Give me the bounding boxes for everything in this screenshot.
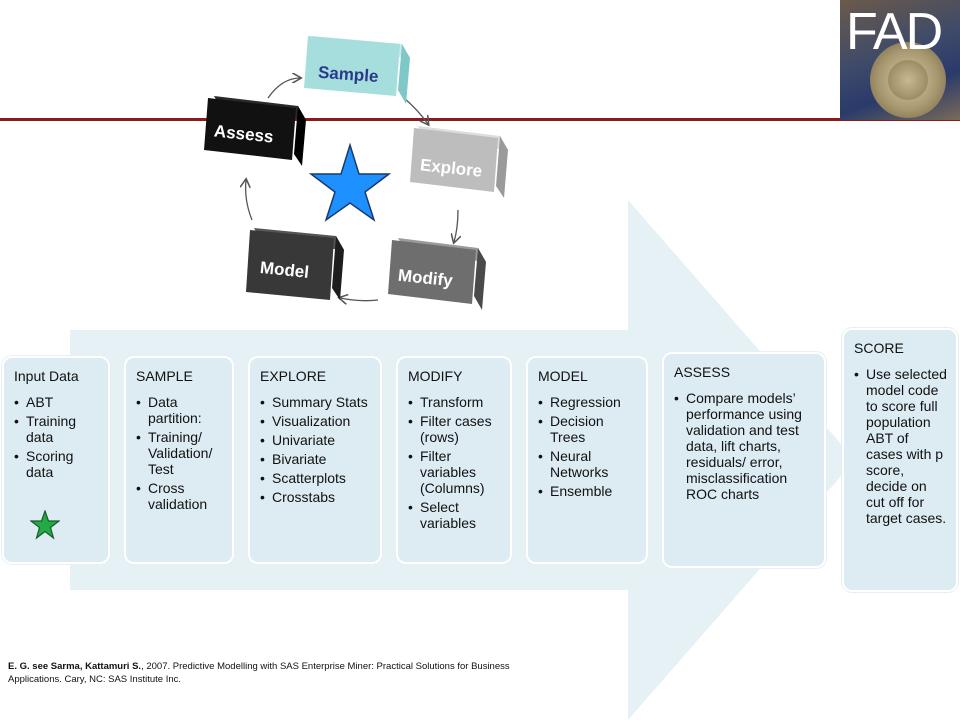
- stage-title: MODEL: [538, 368, 588, 384]
- fad-logo: FAD: [840, 0, 960, 120]
- stage-item: Crosstabs: [260, 489, 372, 505]
- stage-item: Univariate: [260, 432, 372, 448]
- stage-item: Ensemble: [538, 483, 638, 499]
- stage-input-data: Input Data ABT Training data Scoring dat…: [2, 356, 110, 564]
- cycle-arrow-explore-modify: [454, 209, 458, 242]
- cycle-arrow-modify-model: [340, 298, 379, 301]
- reference-citation: E. G. see Sarma, Kattamuri S., 2007. Pre…: [8, 660, 528, 686]
- stage-sample: SAMPLE Data partition: Training/ Validat…: [124, 356, 234, 564]
- stage-title: ASSESS: [674, 364, 731, 380]
- stage-score: SCORE Use selected model code to score f…: [842, 328, 958, 592]
- stage-title: SCORE: [854, 340, 904, 356]
- reference-details: , 2007. Predictive Modelling with SAS En…: [8, 661, 510, 685]
- cycle-arrow-sample-explore: [403, 97, 428, 124]
- stage-assess: ASSESS Compare models’ performance using…: [662, 352, 826, 568]
- stage-item: Transform: [408, 394, 502, 410]
- stage-item: Regression: [538, 394, 638, 410]
- stage-item: Use selected model code to score full po…: [854, 366, 948, 526]
- cube-label-sample: Sample: [317, 63, 379, 86]
- cube-model: Model: [246, 228, 344, 300]
- cycle-arrow-model-assess: [246, 180, 253, 221]
- stage-item: Data partition:: [136, 394, 224, 426]
- stage-item: Filter variables (Columns): [408, 448, 502, 496]
- stage-title: Input Data: [14, 368, 79, 384]
- stage-title: SAMPLE: [136, 368, 193, 384]
- stage-item: Scatterplots: [260, 470, 372, 486]
- imf-seal-icon: [870, 42, 946, 118]
- stage-item: Visualization: [260, 413, 372, 429]
- cube-assess: Assess: [204, 96, 306, 166]
- stage-model: MODEL Regression Decision Trees Neural N…: [526, 356, 648, 564]
- stage-item: Cross validation: [136, 480, 224, 512]
- blue-star-icon: [308, 142, 392, 222]
- stage-item: Filter cases (rows): [408, 413, 502, 445]
- stage-item: ABT: [14, 394, 100, 410]
- stage-item: Bivariate: [260, 451, 372, 467]
- reference-authors: E. G. see Sarma, Kattamuri S.: [8, 661, 142, 672]
- semma-cycle: Sample Explore Modify Model Assess: [204, 36, 508, 310]
- stage-item: Decision Trees: [538, 413, 638, 445]
- stage-title: MODIFY: [408, 368, 463, 384]
- stage-item: Scoring data: [14, 448, 100, 480]
- header-rule: [0, 118, 960, 121]
- stage-item: Select variables: [408, 499, 502, 531]
- logo-text: FAD: [846, 3, 943, 61]
- stage-item: Training data: [14, 413, 100, 445]
- stage-item: Compare models’ performance using valida…: [674, 390, 816, 502]
- green-star-icon: [30, 510, 60, 540]
- stage-item: Training/ Validation/ Test: [136, 429, 224, 477]
- cube-explore: Explore: [410, 126, 508, 198]
- cube-sample: Sample: [304, 36, 410, 104]
- cube-modify: Modify: [388, 238, 486, 310]
- stage-explore: EXPLORE Summary Stats Visualization Univ…: [248, 356, 382, 564]
- stage-title: EXPLORE: [260, 368, 327, 384]
- stage-modify: MODIFY Transform Filter cases (rows) Fil…: [396, 356, 512, 564]
- stage-item: Summary Stats: [260, 394, 372, 410]
- cycle-arrow-assess-sample: [267, 78, 300, 99]
- stage-item: Neural Networks: [538, 448, 638, 480]
